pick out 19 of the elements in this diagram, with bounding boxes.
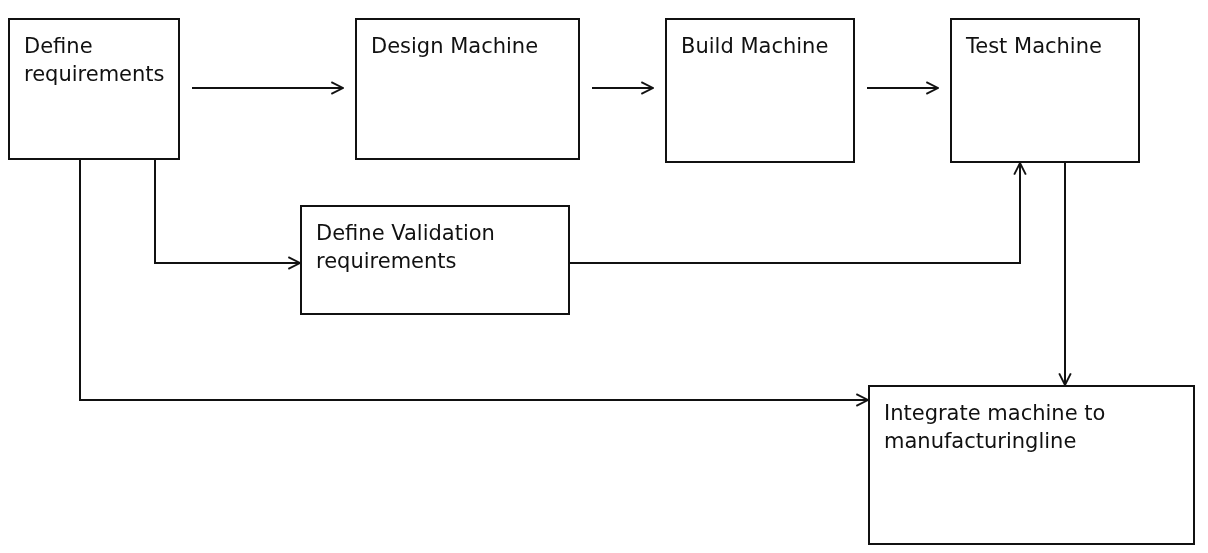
process-box: [665, 18, 855, 163]
process-box: [868, 385, 1195, 545]
arrow: [79, 159, 869, 407]
process-box: [8, 18, 180, 160]
arrow: [1058, 162, 1072, 386]
process-box: [355, 18, 580, 160]
box-label: Define Validation requirements: [316, 220, 496, 276]
box-label: Build Machine: [681, 33, 830, 60]
arrow: [569, 162, 1027, 264]
arrow: [154, 159, 301, 270]
box-label: Test Machine: [966, 33, 1103, 60]
arrow: [191, 81, 344, 95]
arrow: [591, 81, 654, 95]
box-label: Integrate machine to manufacturingline: [884, 400, 1107, 456]
process-box: [300, 205, 570, 315]
arrow: [866, 81, 939, 95]
box-label: Design Machine: [371, 33, 540, 60]
box-label: Define requirements: [24, 33, 164, 89]
process-box: [950, 18, 1140, 163]
